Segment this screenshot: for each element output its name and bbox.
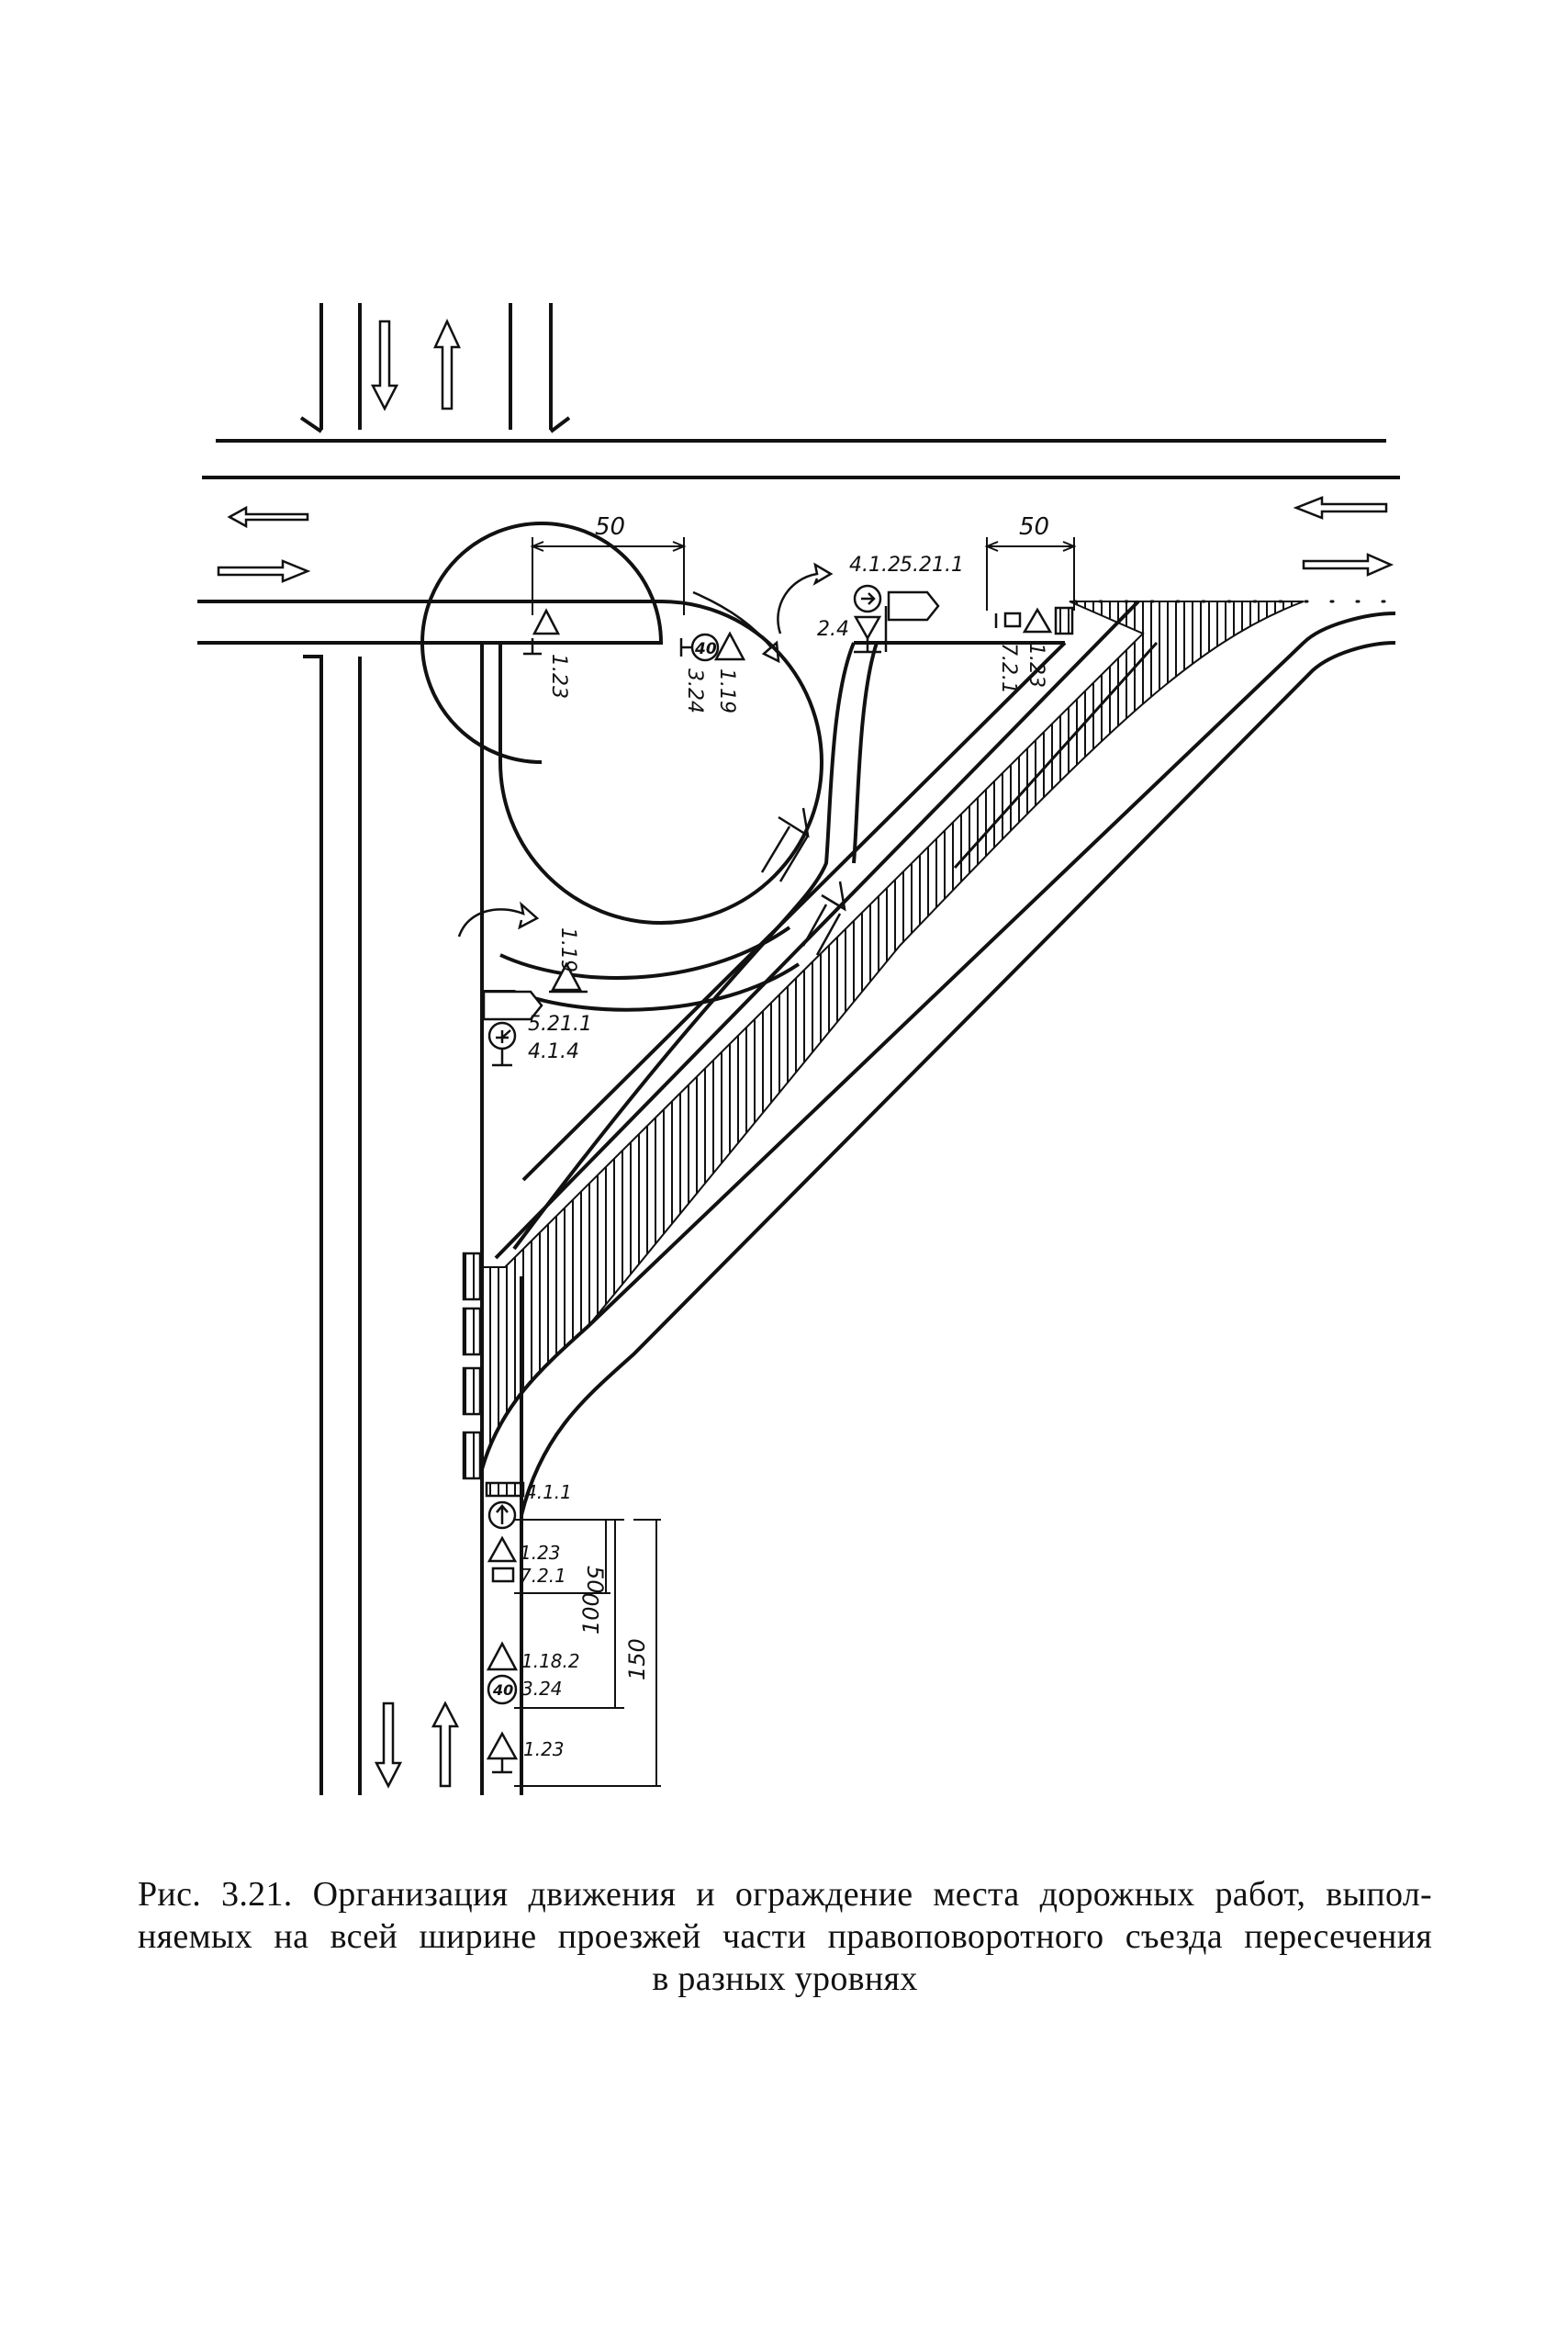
arrow-down-icon xyxy=(374,1702,403,1789)
dim-top-right: 50 xyxy=(1019,513,1049,541)
arrow-left-icon xyxy=(1293,496,1388,520)
label-4-1-4: 4.1.4 xyxy=(528,1040,579,1063)
curved-arrow-icon xyxy=(777,562,834,635)
barrier-icon xyxy=(462,1252,482,1301)
dim-bottom-100: 100 xyxy=(578,1592,604,1634)
speed-sign-value-top: 40 xyxy=(694,640,717,658)
closed-work-zone xyxy=(481,601,1305,1470)
sign-7-2-1-icon xyxy=(994,612,1022,628)
sign-4-1-2-icon xyxy=(853,584,882,613)
sign-4-1-1-icon xyxy=(487,1500,517,1530)
label-4-1-1: 4.1.1 xyxy=(525,1481,572,1503)
sign-5-21-1-icon xyxy=(887,590,940,622)
dim-top-left: 50 xyxy=(595,513,625,541)
sign-2-4-icon xyxy=(853,606,888,654)
double-arrow-icon xyxy=(801,881,846,956)
sign-1-23-icon xyxy=(1022,607,1053,634)
caption-line-2: няемых на всей ширине проезжей части пра… xyxy=(138,1917,1432,1956)
dimension-lines xyxy=(514,537,1077,1787)
label-2-4: 2.4 xyxy=(817,618,849,641)
closed-zone-stripe xyxy=(953,641,1159,870)
top-vertical-road xyxy=(299,303,571,433)
barrier-icon xyxy=(485,1481,525,1498)
label-1-23-bottom-a: 1.23 xyxy=(520,1542,561,1564)
barrier-icon xyxy=(1054,606,1074,635)
label-5-21-1-top: 5.21.1 xyxy=(900,554,964,577)
sign-1-23-icon xyxy=(487,1535,518,1563)
sign-3-24-icon xyxy=(679,633,720,662)
label-1-19-left: 1.19 xyxy=(556,927,579,972)
speed-sign-value-bottom: 40 xyxy=(492,1681,513,1699)
bottom-road-arrows xyxy=(374,1701,460,1789)
sign-5-21-1-icon xyxy=(482,990,543,1021)
label-3-24-top: 3.24 xyxy=(683,668,706,713)
label-4-1-2: 4.1.2 xyxy=(849,554,901,577)
figure-caption: Рис. 3.21. Организация движения и огражд… xyxy=(138,1873,1432,2000)
label-1-23-bottom-b: 1.23 xyxy=(523,1738,565,1760)
label-5-21-1-left: 5.21.1 xyxy=(528,1013,592,1036)
arrow-up-icon xyxy=(433,319,461,410)
label-1-23-right: 1.23 xyxy=(1025,643,1047,688)
barrier-icon xyxy=(462,1307,482,1356)
label-1-18-2: 1.18.2 xyxy=(521,1650,580,1672)
barrier-icon xyxy=(462,1366,482,1416)
arrow-up-icon xyxy=(431,1701,460,1788)
labels: 50 50 50 100 150 1.23 3.24 1.19 40 4.1.2… xyxy=(492,513,1049,1760)
curved-arrow-icon xyxy=(457,901,540,938)
label-3-24-bottom: 3.24 xyxy=(521,1678,563,1700)
label-7-2-1-right: 7.2.1 xyxy=(997,643,1020,694)
arrow-left-icon xyxy=(227,505,309,529)
sign-1-23-icon xyxy=(486,1731,519,1774)
sign-1-18-2-icon xyxy=(486,1641,519,1671)
sign-1-19-icon xyxy=(549,961,588,994)
dim-bottom-150: 150 xyxy=(624,1638,650,1680)
curved-arrow-icon xyxy=(692,590,780,664)
arrow-right-icon xyxy=(1302,553,1394,577)
label-7-2-1-bottom: 7.2.1 xyxy=(520,1565,566,1587)
right-turn-ramp xyxy=(480,600,1396,1516)
label-1-23-top: 1.23 xyxy=(547,654,570,699)
caption-line-1: Рис. 3.21. Организация движения и огражд… xyxy=(138,1875,1432,1914)
sign-3-24-icon xyxy=(487,1674,518,1705)
arrow-right-icon xyxy=(217,559,311,583)
main-road-arrows xyxy=(217,496,1394,583)
sign-1-19-icon xyxy=(713,631,746,661)
signs xyxy=(462,584,1074,1774)
movement-arrows xyxy=(457,562,846,956)
top-road-arrows xyxy=(370,319,461,411)
barrier-icon xyxy=(462,1431,482,1480)
sign-4-1-4-icon xyxy=(487,1021,517,1067)
double-arrow-icon xyxy=(760,807,810,882)
caption-line-3: в разных уровнях xyxy=(652,1960,918,1998)
sign-7-2-1-icon xyxy=(491,1567,515,1583)
sign-1-23-icon xyxy=(523,608,561,656)
arrow-down-icon xyxy=(370,320,399,411)
dim-bottom-50: 50 xyxy=(582,1566,608,1594)
label-1-19-top: 1.19 xyxy=(715,668,738,713)
left-vertical-road xyxy=(303,643,523,1795)
